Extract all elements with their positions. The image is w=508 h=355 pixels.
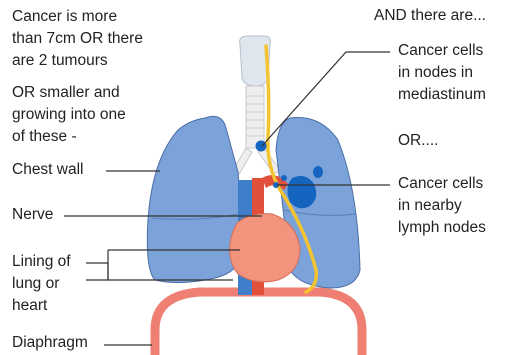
lymph-node-dot [281,175,287,181]
chest-wall-label: Chest wall [12,159,84,181]
diaphragm [155,292,362,355]
trachea [232,36,280,176]
left-lung [147,116,244,282]
growth-condition-text: OR smaller and growing into one of these… [12,82,126,148]
or-text: OR.... [398,130,438,152]
tumour-small [313,166,323,178]
size-condition-text: Cancer is more than 7cm OR there are 2 t… [12,6,143,72]
nodes-mediastinum-text: Cancer cells in nodes in mediastinum [398,40,486,106]
nearby-lymph-text: Cancer cells in nearby lymph nodes [398,173,486,239]
diaphragm-label: Diaphragm [12,332,88,354]
lining-label: Lining of lung or heart [12,251,71,317]
and-there-are-text: AND there are... [374,5,486,27]
nerve-label: Nerve [12,204,53,226]
